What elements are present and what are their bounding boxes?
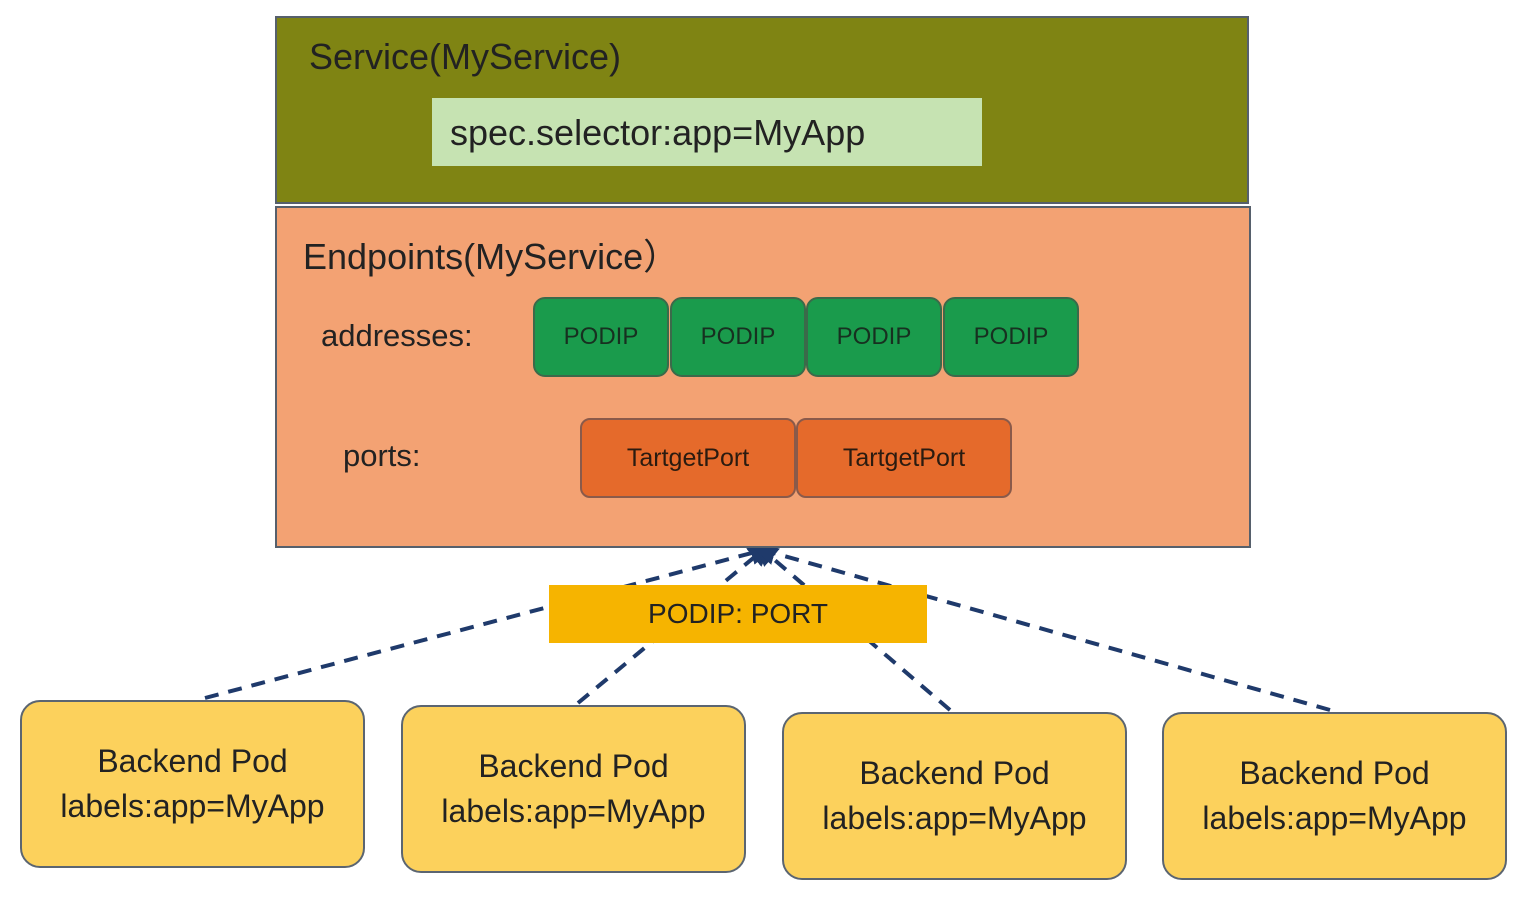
backend-pod-name: Backend Pod [1239, 755, 1430, 792]
connector-line-1 [204, 541, 775, 700]
backend-pod-card: Backend Pod labels:app=MyApp [20, 700, 365, 868]
selector-box: spec.selector:app=MyApp [432, 98, 982, 166]
backend-pod-name: Backend Pod [859, 755, 1050, 792]
endpoints-title: Endpoints(MyService） [303, 236, 680, 277]
endpoints-box: Endpoints(MyService） addresses: PODIP PO… [275, 206, 1251, 548]
addresses-label: addresses: [321, 318, 473, 353]
service-title: Service(MyService) [309, 36, 622, 77]
backend-pod-name: Backend Pod [97, 743, 288, 780]
backend-pod-card: Backend Pod labels:app=MyApp [1162, 712, 1507, 880]
backend-pod-card: Backend Pod labels:app=MyApp [401, 705, 746, 873]
podip-box: PODIP [670, 297, 806, 377]
backend-pod-labels: labels:app=MyApp [441, 793, 706, 829]
backend-pod-card: Backend Pod labels:app=MyApp [782, 712, 1127, 880]
target-port-box: TartgetPort [796, 418, 1012, 498]
podip-box: PODIP [943, 297, 1079, 377]
service-box: Service(MyService) spec.selector:app=MyA… [275, 16, 1249, 204]
target-port-box: TartgetPort [580, 418, 796, 498]
ports-label: ports: [343, 438, 421, 473]
connector-line-4 [751, 541, 1331, 712]
podip-box: PODIP [533, 297, 669, 377]
podip-port-label: PODIP: PORT [549, 585, 927, 643]
backend-pod-labels: labels:app=MyApp [1202, 800, 1467, 836]
backend-pod-labels: labels:app=MyApp [60, 788, 325, 824]
selector-text: spec.selector:app=MyApp [450, 112, 866, 153]
backend-pod-labels: labels:app=MyApp [822, 800, 1087, 836]
podip-box: PODIP [806, 297, 942, 377]
backend-pod-name: Backend Pod [478, 748, 669, 785]
